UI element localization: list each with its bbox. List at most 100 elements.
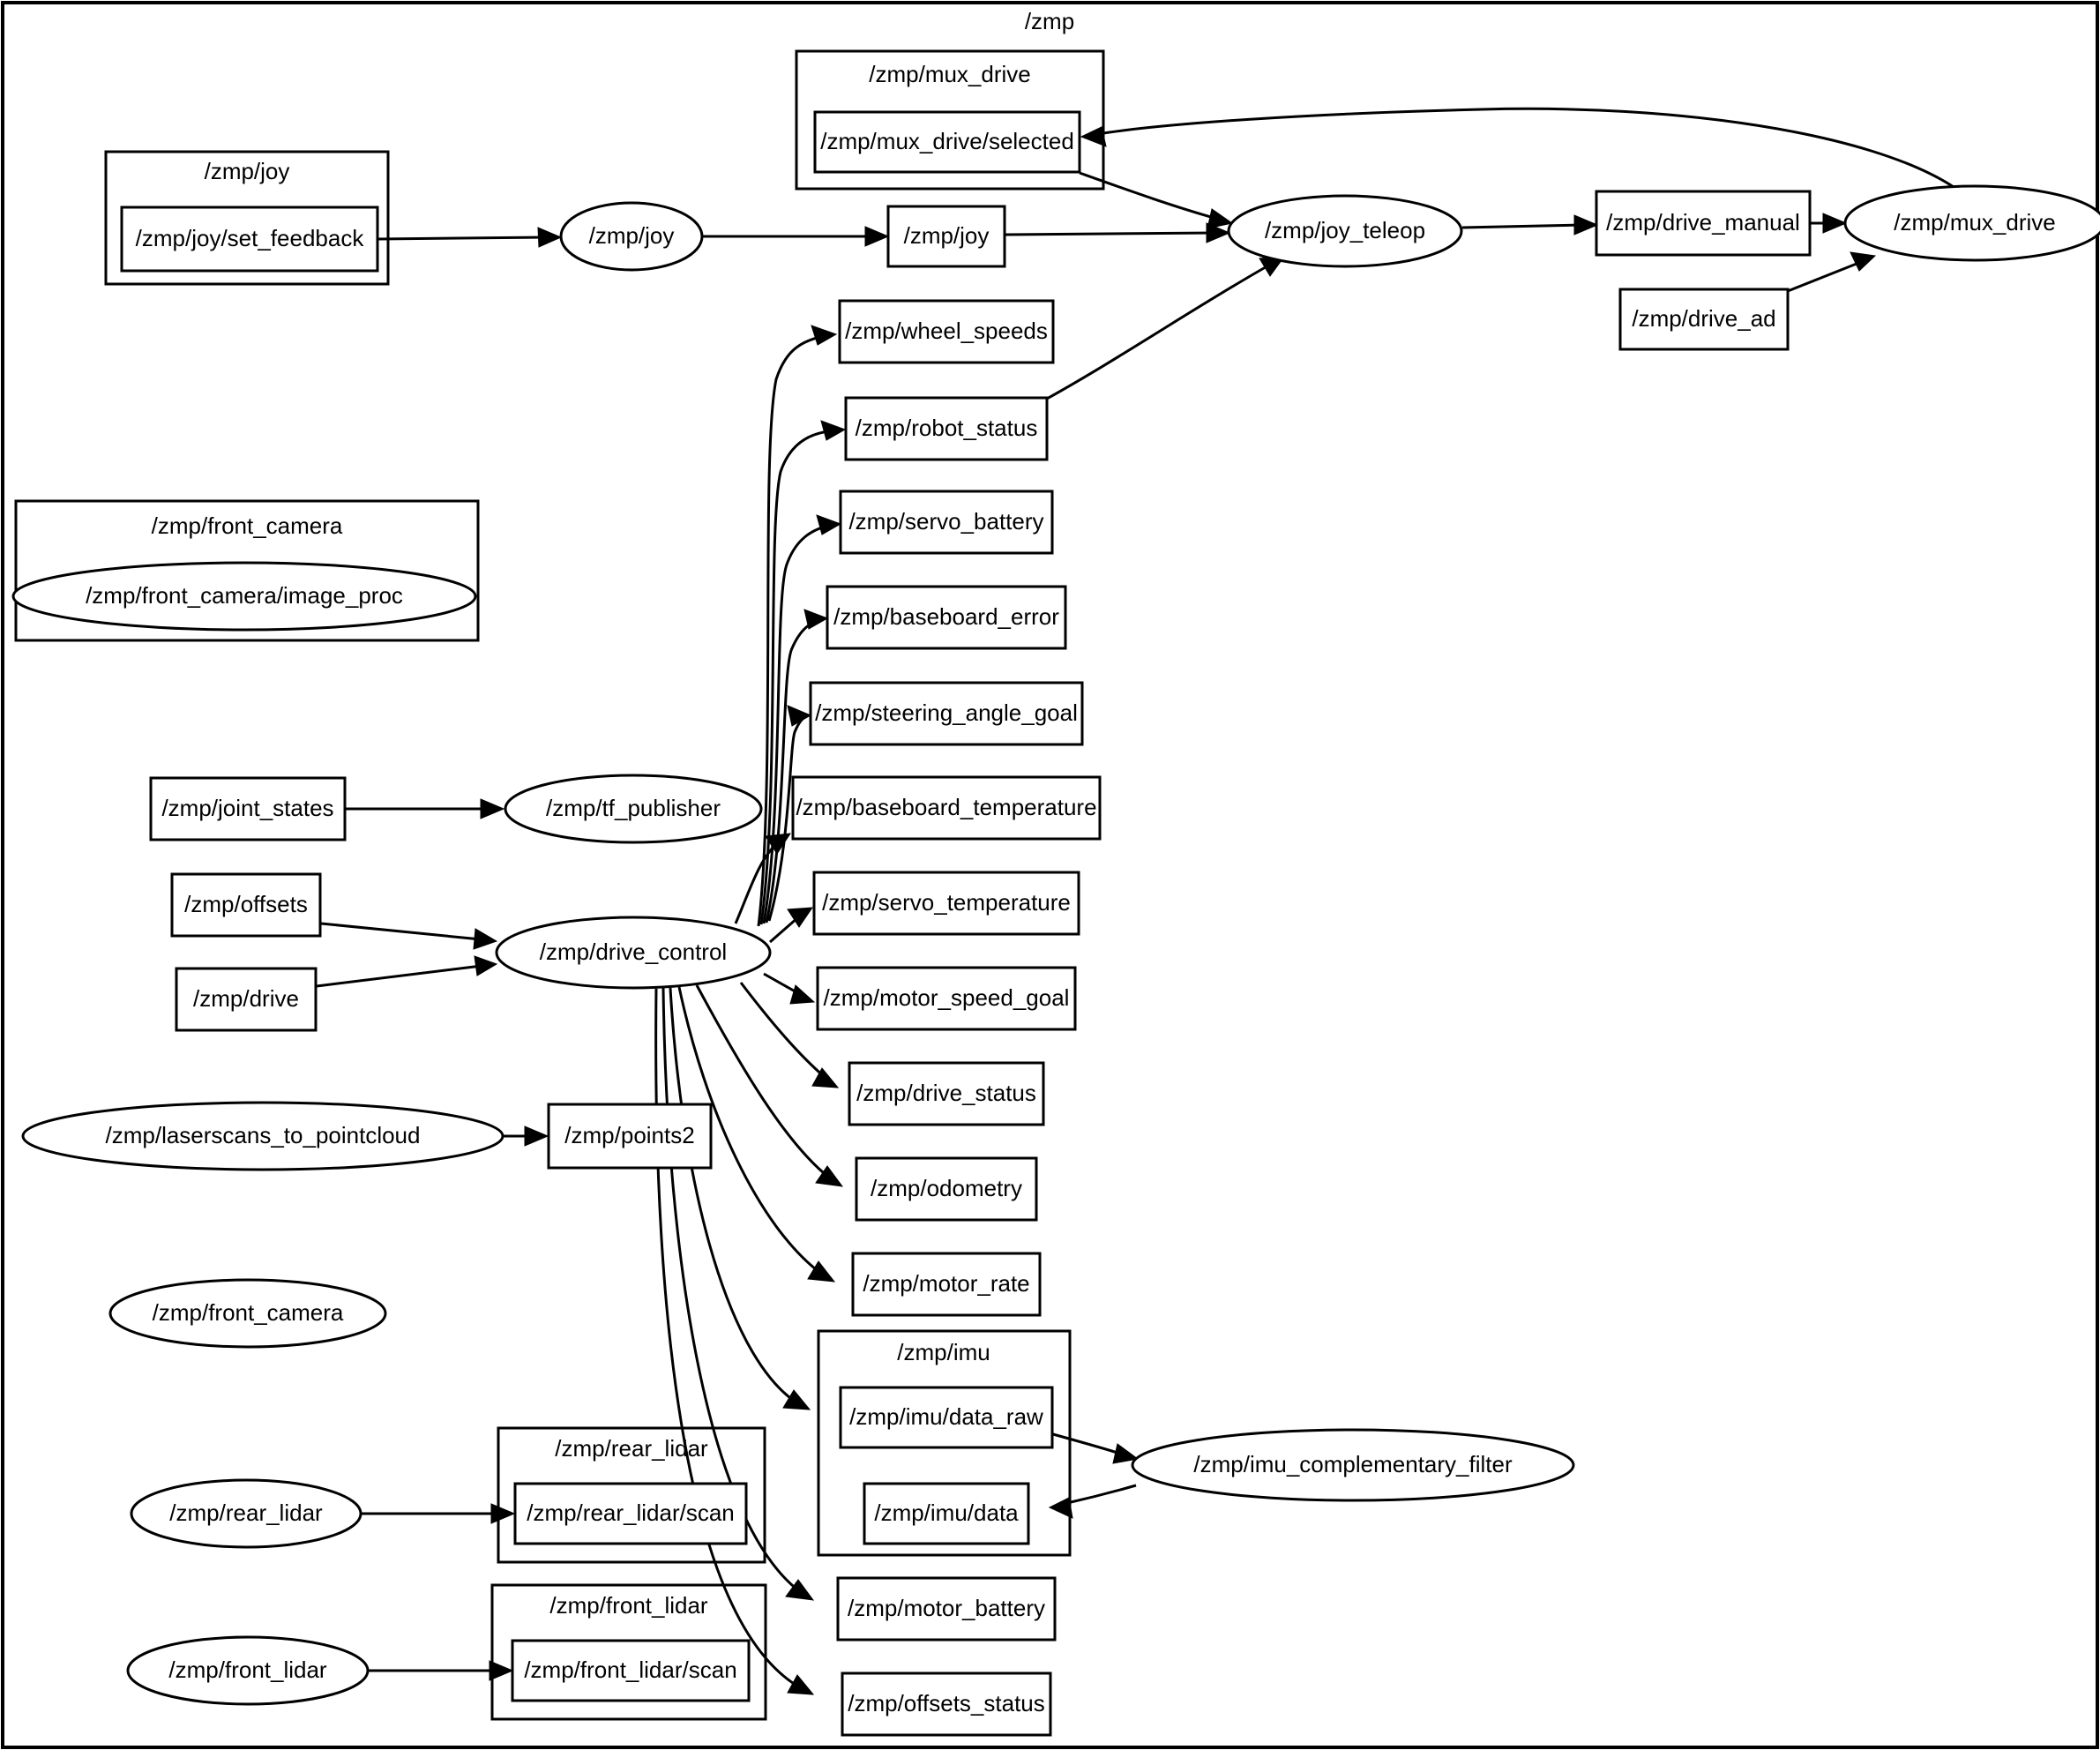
node-joint-states-label: /zmp/joint_states (161, 795, 333, 821)
node-motor-battery[interactable]: /zmp/motor_battery (836, 1576, 1057, 1642)
cluster-front-lidar-label: /zmp/front_lidar (549, 1592, 708, 1619)
node-laserscans-to-pointcloud[interactable]: /zmp/laserscans_to_pointcloud (21, 1101, 504, 1171)
arrowhead (811, 325, 838, 346)
node-drive[interactable]: /zmp/drive (175, 967, 318, 1032)
arrowhead (807, 1260, 836, 1283)
arrowhead (524, 1126, 549, 1147)
node-drive-ad[interactable]: /zmp/drive_ad (1618, 288, 1790, 351)
node-points2[interactable]: /zmp/points2 (547, 1103, 713, 1170)
node-steering-angle-goal-label: /zmp/steering_angle_goal (815, 699, 1078, 726)
node-front-lidar-scan-label: /zmp/front_lidar/scan (524, 1657, 736, 1683)
node-joy-label: /zmp/joy (589, 222, 675, 249)
node-wheel-speeds-label: /zmp/wheel_speeds (845, 318, 1048, 344)
arrowhead (474, 955, 498, 976)
node-imu-complementary-filter[interactable]: /zmp/imu_complementary_filter (1131, 1428, 1575, 1502)
node-offsets-status-label: /zmp/offsets_status (848, 1690, 1045, 1716)
node-odometry-label: /zmp/odometry (871, 1175, 1022, 1201)
node-mux-drive[interactable]: /zmp/mux_drive (1843, 184, 2100, 262)
node-drive-status-label: /zmp/drive_status (856, 1080, 1036, 1106)
node-robot-status[interactable]: /zmp/robot_status (844, 396, 1049, 461)
node-front-camera-image-proc[interactable]: /zmp/front_camera/image_proc (11, 561, 477, 632)
arrowhead (803, 609, 829, 630)
edge-offsets-to-drive-control (320, 922, 482, 941)
node-servo-temperature[interactable]: /zmp/servo_temperature (812, 871, 1080, 936)
arrowhead (1822, 213, 1848, 234)
edge-drive-to-drive-control (316, 964, 482, 988)
node-servo-battery[interactable]: /zmp/servo_battery (839, 490, 1054, 555)
node-drive-control[interactable]: /zmp/drive_control (495, 916, 772, 990)
edge-drive-control-to-odometry (695, 984, 830, 1179)
node-baseboard-temperature[interactable]: /zmp/baseboard_temperature (791, 775, 1102, 841)
arrowhead (816, 514, 842, 535)
node-mux-drive-selected-label: /zmp/mux_drive/selected (820, 128, 1074, 154)
node-drive-ad-label: /zmp/drive_ad (1632, 305, 1775, 332)
edge-set-feedback-to-joy (377, 236, 548, 241)
node-front-camera-image-proc-label: /zmp/front_camera/image_proc (86, 582, 403, 609)
arrowhead (1207, 208, 1234, 229)
edge-drive-control-to-imu-data-raw (669, 987, 795, 1402)
arrowhead (1850, 251, 1877, 272)
node-points2-label: /zmp/points2 (564, 1122, 694, 1148)
node-baseboard-error[interactable]: /zmp/baseboard_error (826, 585, 1067, 650)
node-front-camera-label: /zmp/front_camera (153, 1299, 344, 1326)
node-motor-rate[interactable]: /zmp/motor_rate (851, 1252, 1042, 1317)
edge-drive-control-to-motor-rate (677, 986, 821, 1275)
arrowhead (489, 1660, 514, 1681)
node-offsets[interactable]: /zmp/offsets (170, 872, 322, 938)
node-rear-lidar-scan-label: /zmp/rear_lidar/scan (527, 1499, 735, 1526)
node-steering-angle-goal[interactable]: /zmp/steering_angle_goal (809, 681, 1084, 746)
node-baseboard-error-label: /zmp/baseboard_error (833, 603, 1059, 630)
node-servo-battery-label: /zmp/servo_battery (848, 508, 1043, 535)
node-drive-label: /zmp/drive (193, 985, 299, 1012)
node-servo-temperature-label: /zmp/servo_temperature (822, 889, 1071, 916)
edge-robot-status-to-joy-teleop (1046, 263, 1271, 400)
arrowhead (789, 984, 816, 1005)
node-joy-topic-label: /zmp/joy (904, 222, 990, 249)
node-imu-data[interactable]: /zmp/imu/data (863, 1482, 1030, 1545)
edge-drive-control-to-motor-battery (661, 987, 799, 1592)
node-robot-status-label: /zmp/robot_status (856, 415, 1038, 441)
edge-filter-to-imu-data (1066, 1484, 1137, 1505)
node-imu-data-raw[interactable]: /zmp/imu/data_raw (839, 1386, 1054, 1449)
node-drive-manual-label: /zmp/drive_manual (1606, 209, 1800, 236)
node-rear-lidar-label: /zmp/rear_lidar (169, 1499, 323, 1526)
cluster-joy-label: /zmp/joy (205, 158, 290, 184)
node-mux-drive-selected[interactable]: /zmp/mux_drive/selected (813, 110, 1081, 174)
node-motor-battery-label: /zmp/motor_battery (848, 1595, 1045, 1621)
edge-drive-control-to-robot-status (759, 430, 830, 925)
cluster-rear-lidar-label: /zmp/rear_lidar (555, 1435, 708, 1462)
node-joy-topic[interactable]: /zmp/joy (886, 205, 1006, 268)
cluster-imu-label: /zmp/imu (897, 1339, 990, 1365)
arrowhead (1573, 214, 1599, 236)
graph-title: /zmp (1025, 8, 1074, 34)
node-drive-manual[interactable]: /zmp/drive_manual (1595, 190, 1812, 257)
node-odometry[interactable]: /zmp/odometry (855, 1156, 1038, 1222)
node-front-lidar-scan[interactable]: /zmp/front_lidar/scan (511, 1639, 751, 1702)
node-offsets-status[interactable]: /zmp/offsets_status (841, 1671, 1052, 1737)
node-offsets-label: /zmp/offsets (184, 891, 308, 917)
node-laserscans-to-pointcloud-label: /zmp/laserscans_to_pointcloud (106, 1122, 421, 1148)
node-front-lidar[interactable]: /zmp/front_lidar (126, 1635, 370, 1706)
node-imu-complementary-filter-label: /zmp/imu_complementary_filter (1193, 1451, 1513, 1477)
node-motor-speed-goal[interactable]: /zmp/motor_speed_goal (816, 966, 1077, 1031)
node-joint-states[interactable]: /zmp/joint_states (149, 776, 347, 841)
node-rear-lidar-scan[interactable]: /zmp/rear_lidar/scan (513, 1482, 748, 1545)
edge-mux-selected-to-joy-teleop (1079, 171, 1218, 221)
node-imu-data-raw-label: /zmp/imu/data_raw (849, 1403, 1043, 1430)
node-front-lidar-label: /zmp/front_lidar (168, 1657, 327, 1683)
node-drive-status[interactable]: /zmp/drive_status (848, 1061, 1045, 1126)
node-baseboard-temperature-label: /zmp/baseboard_temperature (796, 794, 1096, 820)
node-joy-teleop[interactable]: /zmp/joy_teleop (1227, 194, 1463, 268)
node-joy[interactable]: /zmp/joy (559, 201, 704, 272)
node-wheel-speeds[interactable]: /zmp/wheel_speeds (838, 299, 1055, 364)
node-motor-rate-label: /zmp/motor_rate (863, 1270, 1029, 1297)
edge-drive-control-to-servo-temperature (769, 916, 799, 944)
node-front-camera[interactable]: /zmp/front_camera (108, 1278, 387, 1349)
node-rear-lidar[interactable]: /zmp/rear_lidar (130, 1478, 362, 1549)
node-tf-publisher[interactable]: /zmp/tf_publisher (504, 774, 763, 844)
edge-drive-ad-to-mux-drive (1787, 260, 1862, 293)
node-imu-data-label: /zmp/imu/data (874, 1499, 1019, 1526)
node-joy-set-feedback[interactable]: /zmp/joy/set_feedback (120, 206, 379, 273)
